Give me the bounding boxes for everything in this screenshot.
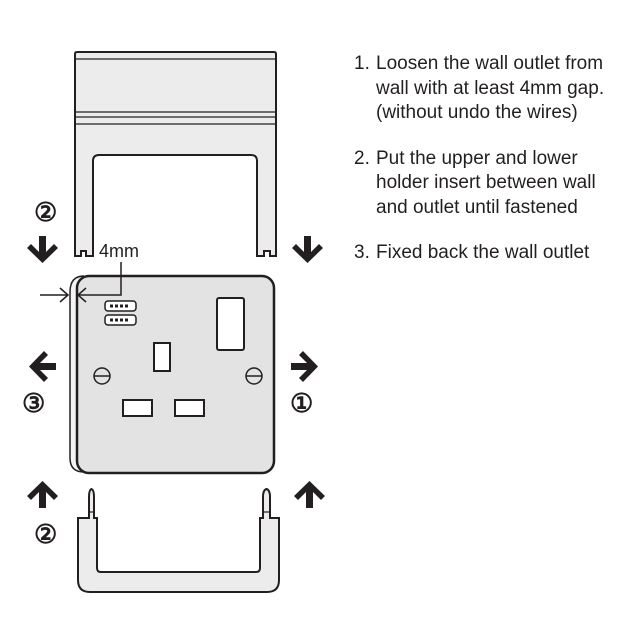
- step-number: 1.: [354, 53, 370, 74]
- instruction-list: 1. Loosen the wall outlet from wall with…: [354, 52, 634, 287]
- arrow-down-right-icon: [292, 236, 323, 263]
- step-text-line: (without undo the wires): [376, 102, 578, 123]
- earth-pin-slot: [153, 342, 171, 372]
- outlet-switch: [216, 297, 245, 351]
- step-text-line: and outlet until fastened: [376, 196, 578, 218]
- step-marker-right: ①: [290, 388, 313, 418]
- arrow-down-left-icon: [27, 236, 58, 263]
- step-number: 2.: [354, 147, 370, 169]
- step-marker-upper: ②: [34, 197, 57, 227]
- step-text-line: holder insert between wall: [376, 172, 596, 193]
- instruction-step-1: 1. Loosen the wall outlet from wall with…: [354, 52, 634, 126]
- gap-dimension: [40, 262, 122, 303]
- arrow-right-icon: [291, 351, 318, 382]
- instruction-step-3: 3. Fixed back the wall outlet: [354, 241, 634, 266]
- step-marker-lower: ②: [34, 519, 57, 549]
- live-pin-slot: [122, 399, 153, 417]
- step-text-line: wall with at least 4mm gap.: [376, 77, 605, 99]
- wall-outlet: [69, 274, 276, 475]
- screw-right: [245, 367, 263, 385]
- lower-holder: [77, 487, 280, 593]
- arrow-up-right-icon: [294, 481, 325, 508]
- step-number: 3.: [354, 242, 370, 263]
- step-text-line: Loosen the wall outlet from: [376, 53, 604, 74]
- step-text-line: Fixed back the wall outlet: [376, 242, 590, 263]
- arrow-up-left-icon: [27, 481, 58, 508]
- arrow-left-icon: [29, 351, 56, 382]
- instruction-step-2: 2. Put the upper and lower holder insert…: [354, 147, 634, 221]
- step-text-line: Put the upper and lower: [376, 147, 578, 169]
- gap-label: 4mm: [99, 241, 139, 261]
- step-marker-left: ③: [22, 388, 45, 418]
- upper-holder: [74, 51, 277, 257]
- neutral-pin-slot: [174, 399, 205, 417]
- screw-left: [93, 367, 111, 385]
